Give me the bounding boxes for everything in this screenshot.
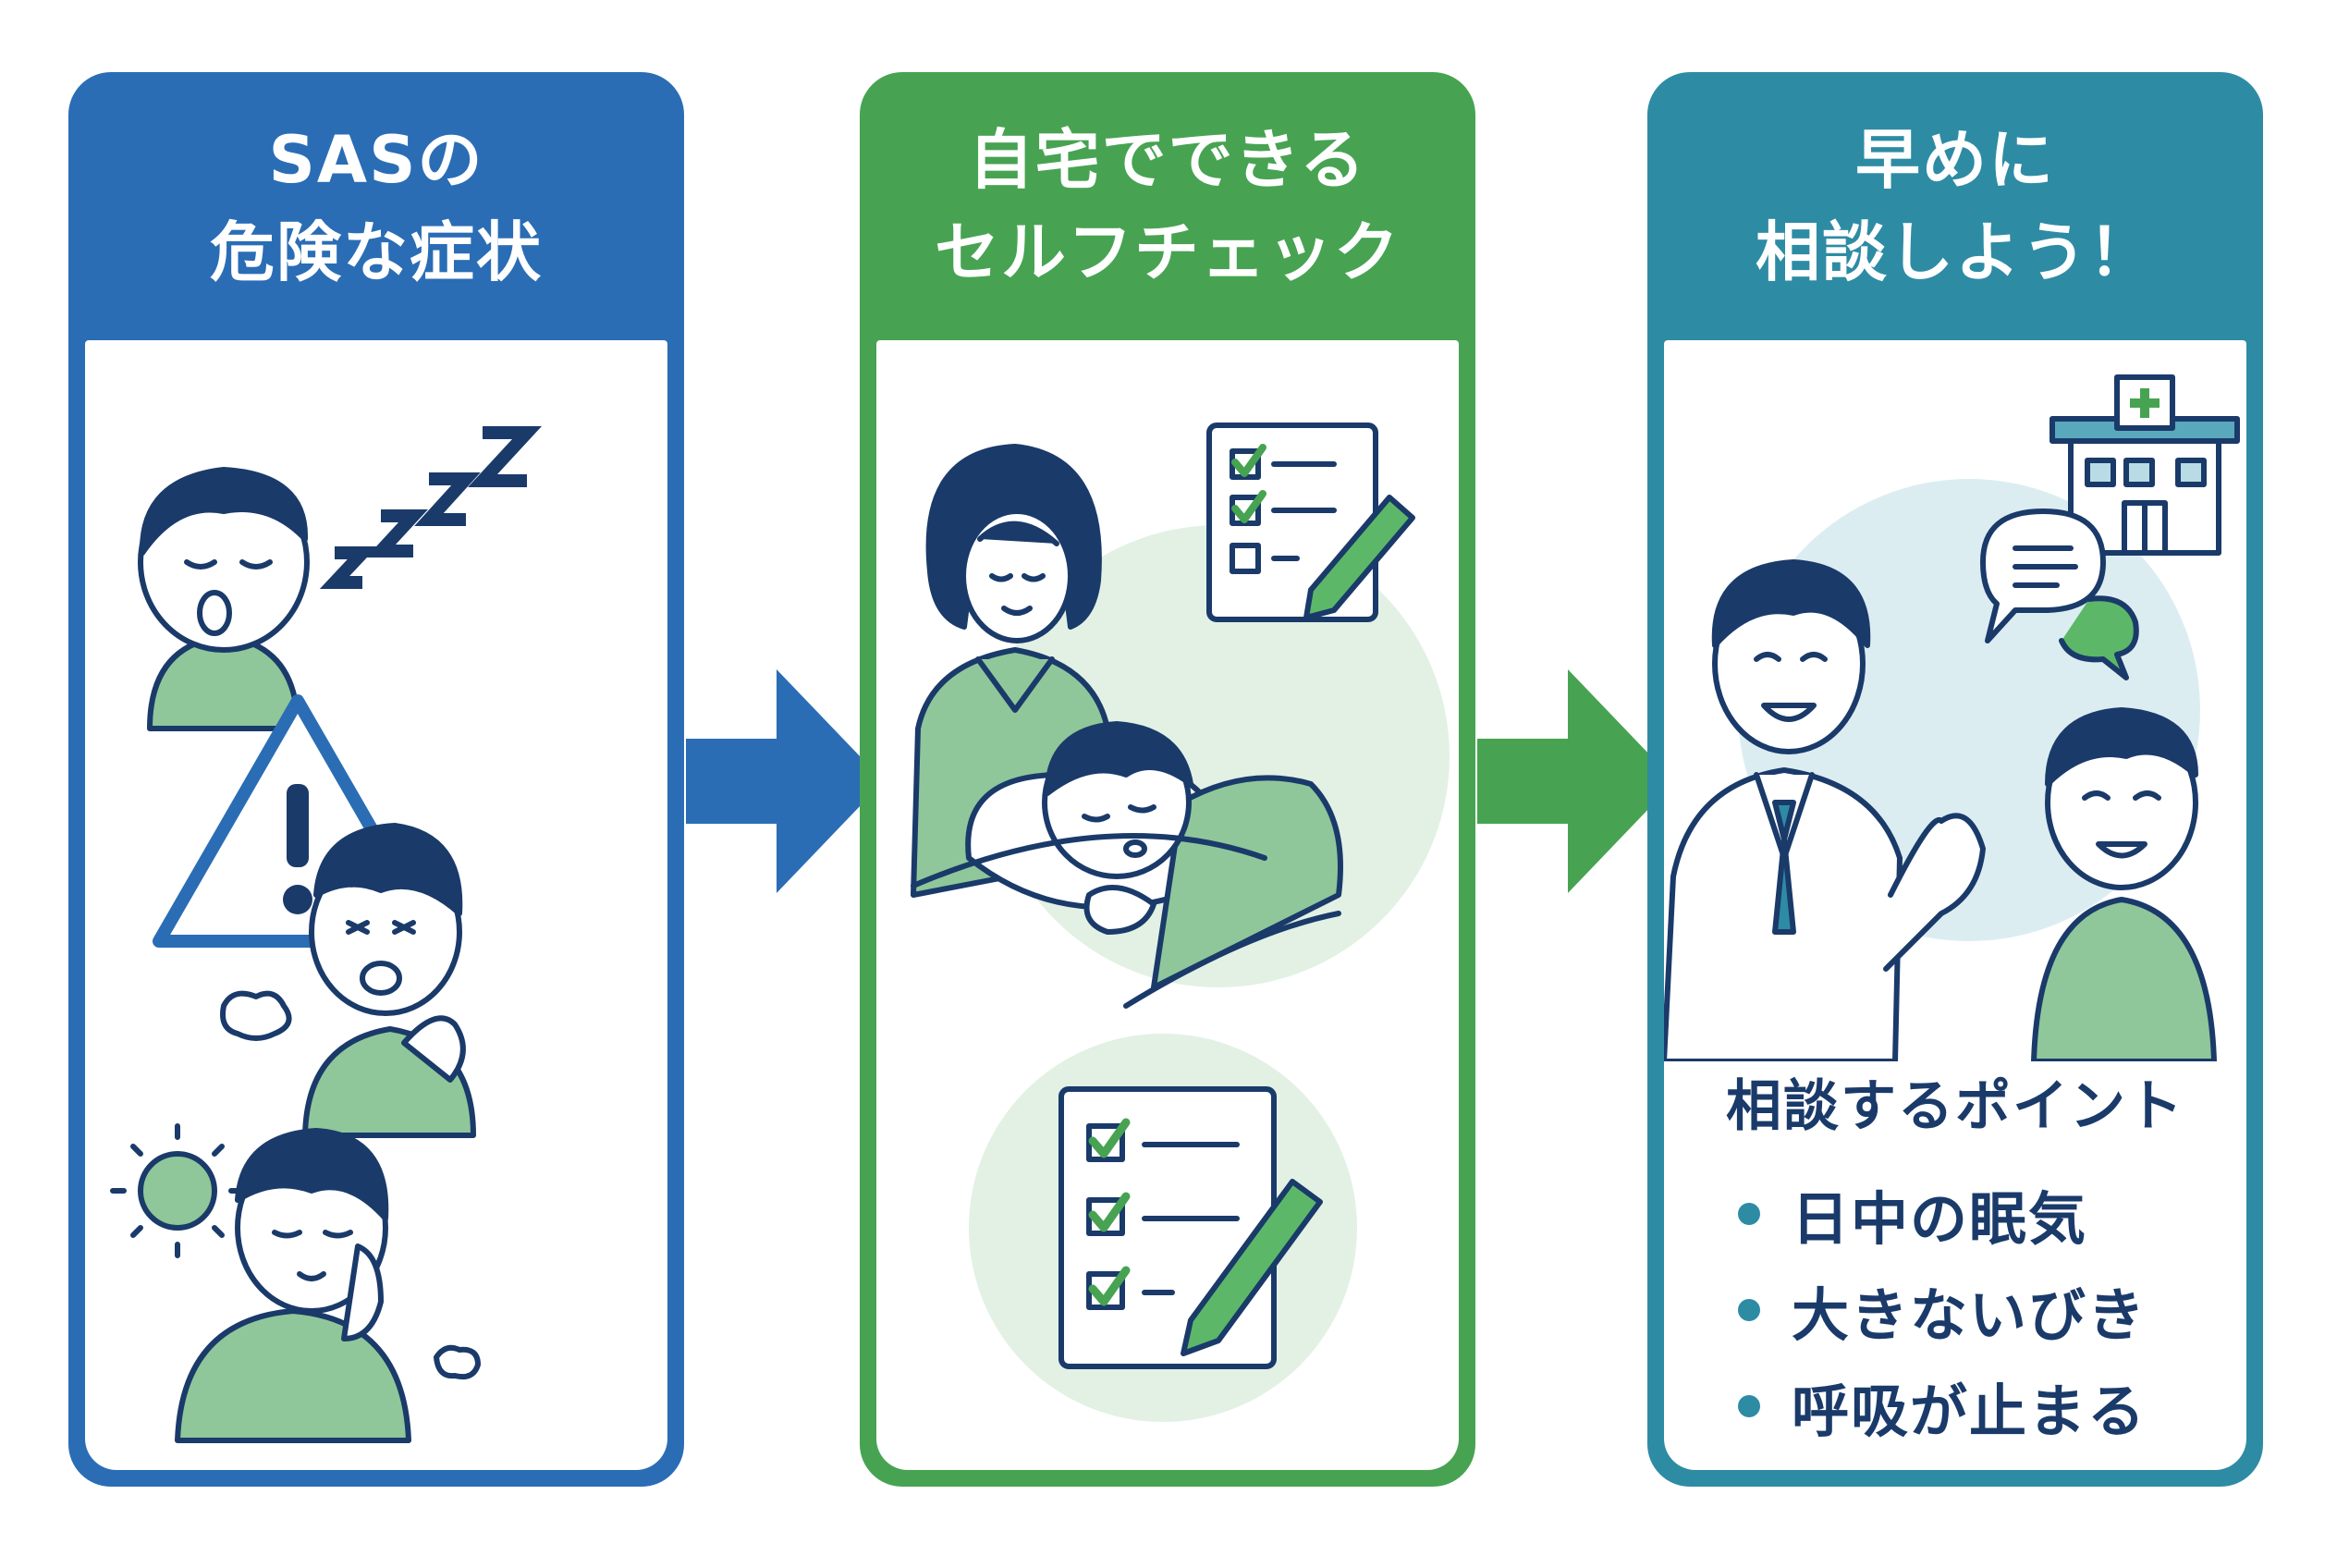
list-item: 大きないびき [1738,1268,2147,1352]
list-item: 呼吸が止まる [1738,1365,2147,1448]
speech-bubble-icon [1980,508,2139,680]
panel-title-line2: 危険な症状 [210,214,543,290]
panel-header: 早めに 相談しよう！ [1647,72,2263,340]
patient-person [2031,707,2217,1061]
checklist-icon [1058,1086,1277,1369]
panel-sas-symptoms: SASの 危険な症状 [68,72,684,1487]
panel-title-line1: 自宅でできる [968,122,1367,198]
panel-header: SASの 危険な症状 [68,72,684,340]
panel-title-line1: SASの [268,122,484,198]
sleeping-person [911,721,1343,1009]
panel-title-line2: セルフチェック [935,214,1401,290]
consult-points-title: 相談するポイント [1726,1074,2184,1139]
arrow-right-icon [1477,669,1675,893]
panel-body [876,340,1459,1470]
pencil-icon [1181,1179,1323,1356]
bullet-icon [1738,1395,1760,1417]
panel-header: 自宅でできる セルフチェック [860,72,1475,340]
bullet-icon [1738,1299,1760,1321]
panel-body: 相談するポイント 日中の眠気 大きないびき 呼吸が止まる [1664,340,2246,1470]
checklist-icon [1206,423,1378,622]
bullet-icon [1738,1203,1760,1225]
pencil-icon [1303,495,1415,620]
consult-point-label: 大きないびき [1792,1281,2147,1349]
arrow-right-icon [686,669,884,893]
symptoms-illustration [110,426,542,1443]
panel-body [85,340,667,1470]
sleepy-person [175,1128,481,1443]
snoring-person [138,467,310,731]
self-check-illustration [911,423,1450,1422]
hospital-icon [2049,374,2240,556]
zzz-icon [319,426,542,589]
panel-consult-early: 早めに 相談しよう！ [1647,72,2263,1487]
sun-icon [110,1123,245,1258]
panel-title-line1: 早めに [1855,122,2055,198]
doctor-person [1664,559,1986,1061]
panel-title-line2: 相談しよう！ [1756,214,2155,290]
panel-self-check: 自宅でできる セルフチェック [860,72,1475,1487]
list-item: 日中の眠気 [1738,1172,2087,1256]
gasping-person [220,823,476,1138]
consult-point-label: 日中の眠気 [1792,1185,2088,1253]
consult-illustration [1664,374,2240,1061]
consult-point-label: 呼吸が止まる [1792,1378,2147,1445]
